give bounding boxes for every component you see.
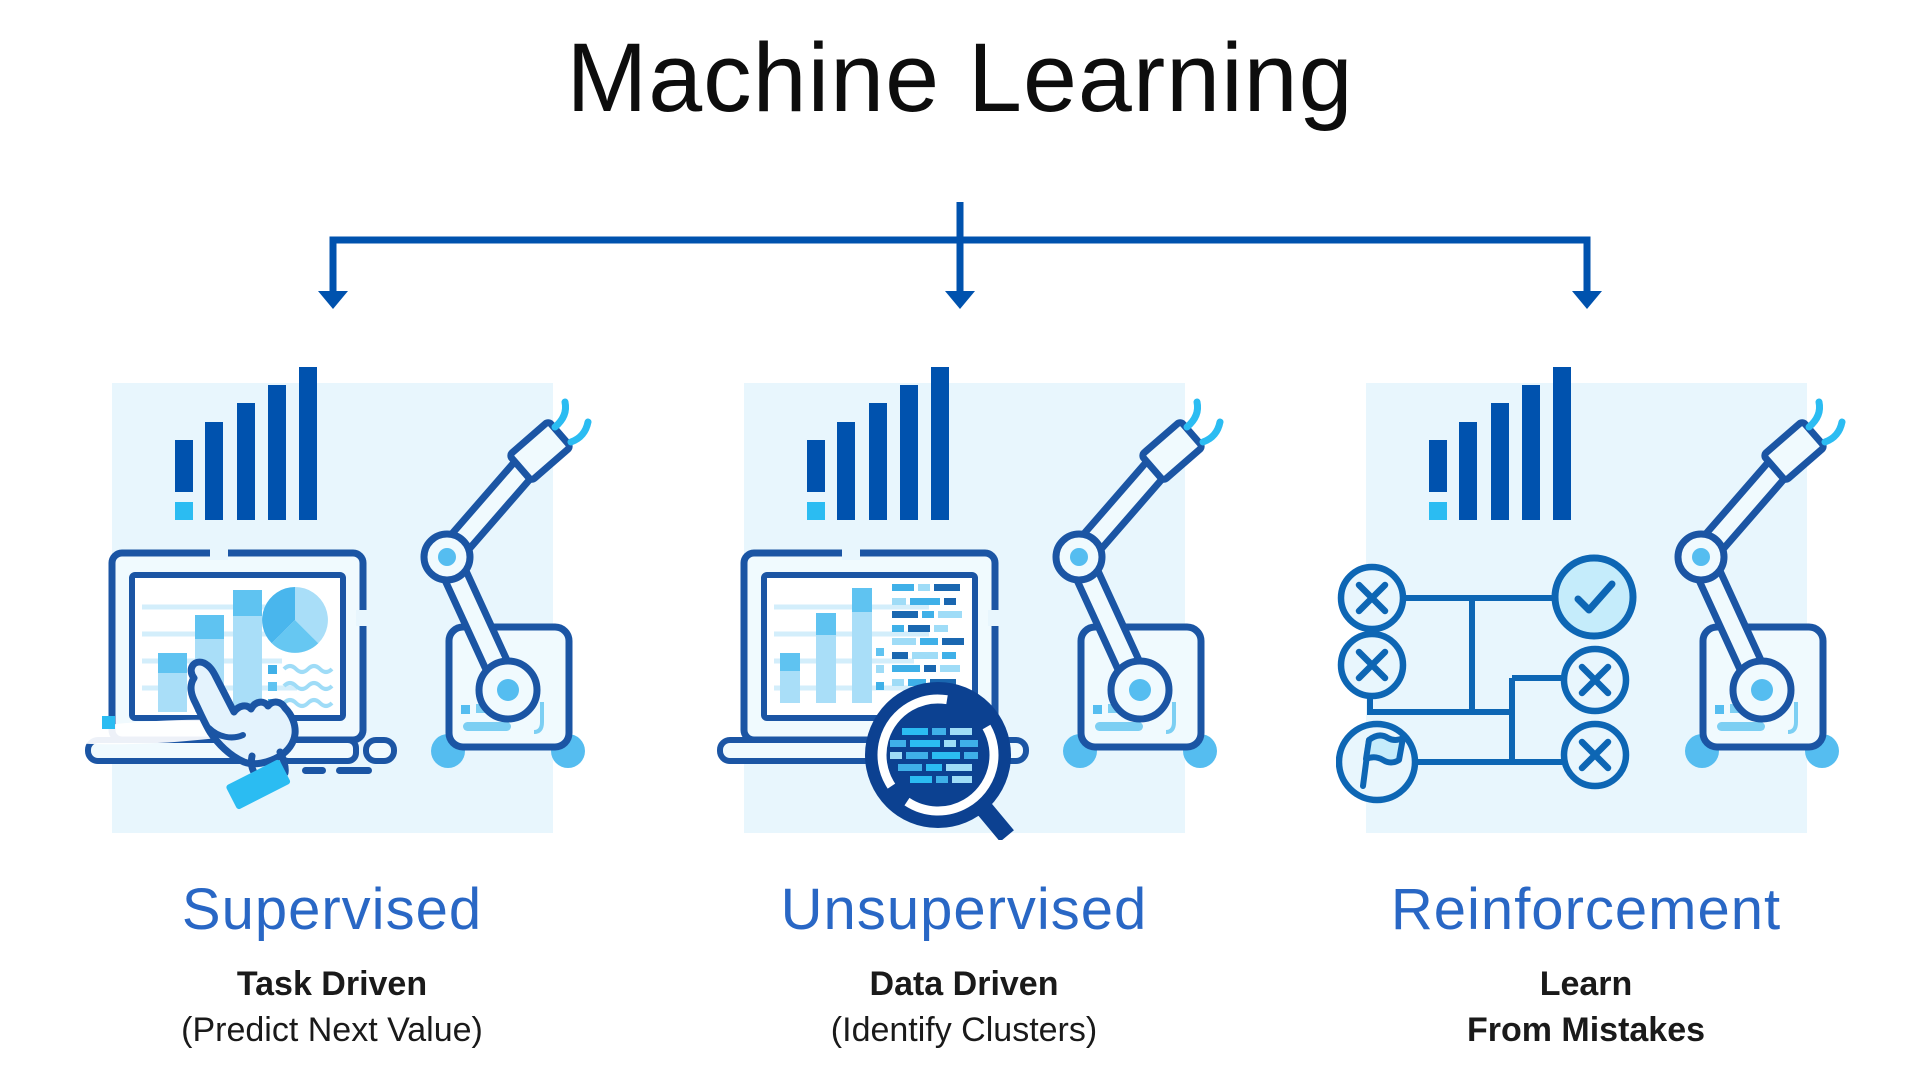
- branch-panel-unsupervised: [714, 360, 1224, 840]
- branch-subtitle: Data Driven: [869, 964, 1059, 1003]
- hand-cursor-icon: [187, 658, 299, 810]
- branch-title: Reinforcement: [1390, 877, 1782, 942]
- page-title: Machine Learning: [566, 23, 1354, 132]
- branch-detail: (Predict Next Value): [181, 1010, 483, 1049]
- branch-title: Supervised: [181, 877, 483, 942]
- caption-reinforcement: Reinforcement Learn From Mistakes: [1306, 877, 1866, 1050]
- branch-panel-reinforcement: [1336, 360, 1846, 840]
- x-icon: [1564, 724, 1626, 786]
- pie-chart-icon: [262, 587, 328, 653]
- branch-connector-arrows: [318, 202, 1602, 309]
- decision-flow-icon: [1336, 554, 1637, 804]
- x-icon: [1564, 649, 1626, 711]
- x-icon: [1341, 567, 1403, 629]
- screen-bar-chart-icon: [780, 588, 884, 703]
- branch-detail: From Mistakes: [1466, 1010, 1706, 1049]
- branch-detail: (Identify Clusters): [830, 1010, 1098, 1049]
- flag-icon: [1336, 720, 1419, 804]
- branch-panel-supervised: [82, 360, 592, 840]
- arrow-down-icon: [1572, 291, 1602, 309]
- cuff-band: [226, 759, 291, 810]
- branch-title: Unsupervised: [780, 877, 1148, 942]
- arrow-down-icon: [945, 291, 975, 309]
- data-rows-icon: [892, 584, 964, 686]
- caption-supervised: Supervised Task Driven (Predict Next Val…: [52, 877, 612, 1050]
- magnifier-icon: [865, 682, 1014, 840]
- branch-subtitle: Task Driven: [236, 964, 428, 1003]
- magnified-data-rows: [890, 728, 978, 783]
- laptop-data-icon: [720, 546, 1026, 774]
- arrow-down-icon: [318, 291, 348, 309]
- x-icon: [1341, 634, 1403, 696]
- connector-bracket: [329, 236, 1591, 293]
- spark-icon: [102, 716, 115, 729]
- check-icon: [1551, 554, 1637, 640]
- branch-subtitle: Learn: [1539, 964, 1633, 1003]
- caption-unsupervised: Unsupervised Data Driven (Identify Clust…: [684, 877, 1244, 1050]
